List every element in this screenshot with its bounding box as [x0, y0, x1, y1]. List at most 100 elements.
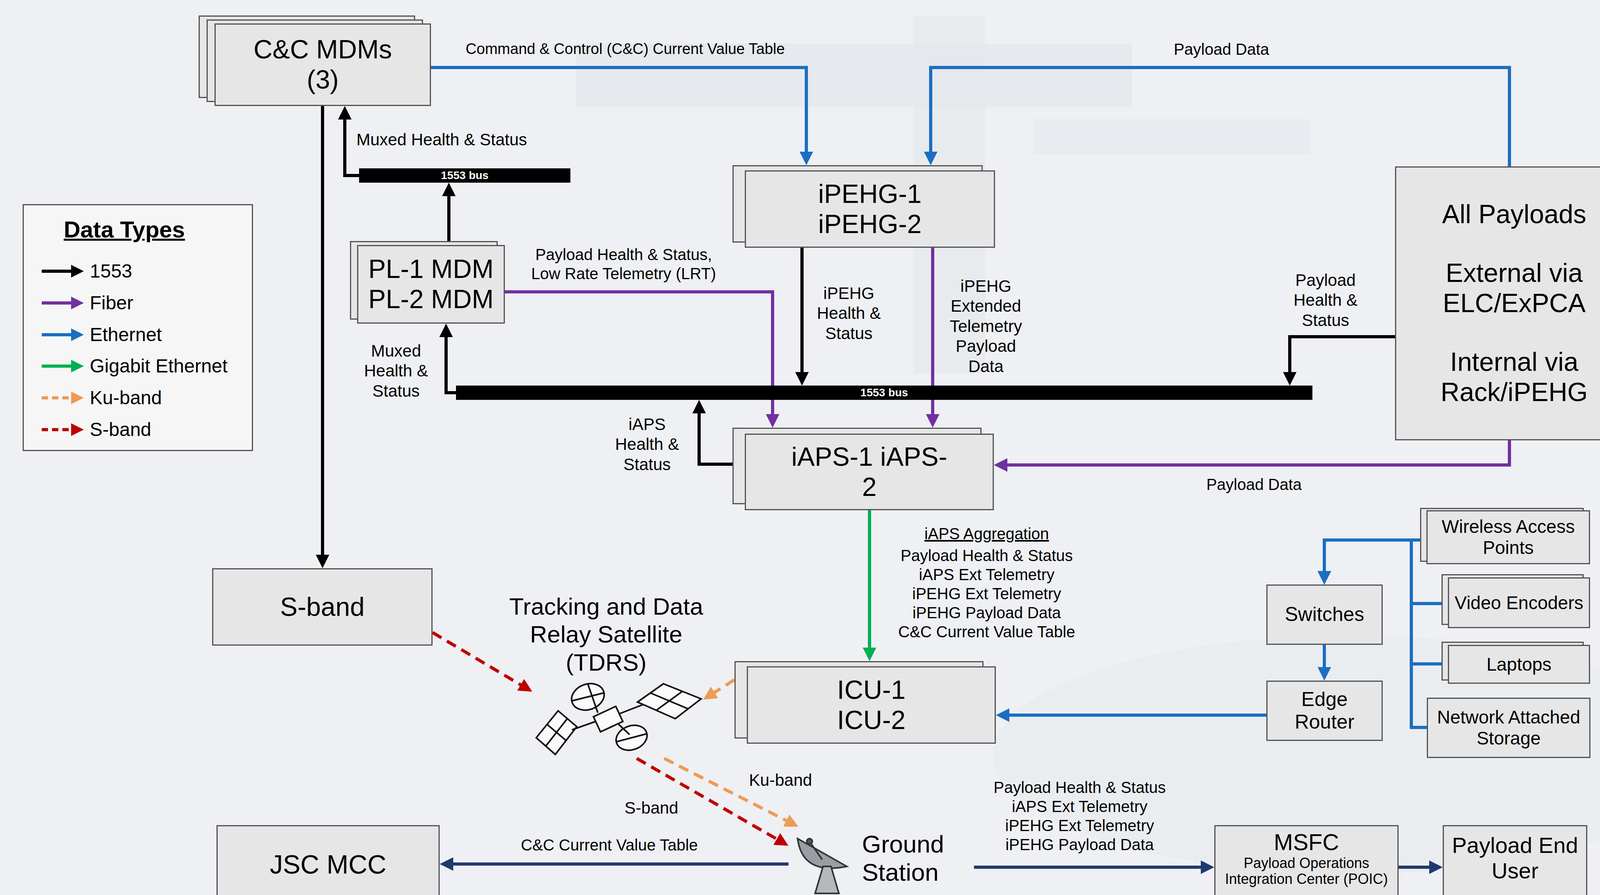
node-text: Payload Operations Integration Center (P… — [1219, 855, 1394, 888]
legend-sample — [40, 358, 86, 375]
node-text: iPEHG-1 iPEHG-2 — [790, 179, 950, 240]
legend-row: S-band — [23, 417, 247, 442]
connector-line — [446, 333, 457, 393]
connector — [795, 247, 809, 386]
node-text: Ground Station — [861, 830, 970, 887]
legend-text: Gigabit Ethernet — [89, 354, 228, 379]
edge-label: Muxed Health & Status — [356, 129, 528, 150]
connector-line — [973, 865, 1205, 870]
dish-feed — [810, 842, 823, 860]
node-text: ICU-1 ICU-2 — [811, 675, 932, 736]
connector-line — [449, 862, 789, 866]
connector-line — [800, 247, 804, 377]
antenna-rib — [616, 734, 647, 743]
system-box: iAPS-1 iAPS-2 — [744, 433, 994, 511]
legend-row: Fiber — [23, 291, 247, 315]
connector — [439, 323, 457, 393]
arrowhead — [315, 554, 330, 569]
operations-center-box: MSFCPayload Operations Integration Cente… — [1214, 825, 1399, 895]
node-text: Network Attached Storage — [1433, 707, 1585, 750]
arrowhead — [783, 814, 799, 828]
connector — [315, 106, 330, 569]
legend-sample-head — [71, 264, 84, 278]
connector-line — [1398, 865, 1434, 870]
edge-label: Payload Health & Status, Low Rate Teleme… — [524, 245, 723, 284]
connector — [442, 182, 456, 242]
device-box: Laptops — [1447, 645, 1591, 685]
node-text: All Payloads — [1441, 199, 1587, 230]
node-text: Internal via Rack/iPEHG — [1410, 347, 1600, 408]
legend-sample — [40, 295, 86, 312]
arrowhead — [862, 647, 877, 662]
legend-sample-head — [71, 391, 84, 405]
system-box: PL-1 MDM PL-2 MDM — [357, 245, 505, 324]
edge-label: Payload Health & Status iAPS Ext Telemet… — [988, 778, 1172, 855]
arrowhead — [439, 857, 454, 872]
device-box: Wireless Access Points — [1426, 510, 1591, 565]
node-text: External via ELC/ExPCA — [1410, 258, 1600, 319]
node-text: Payload End User — [1447, 832, 1583, 885]
connector — [432, 632, 533, 692]
background-shape — [1032, 119, 1311, 155]
legend-sample-line — [41, 396, 74, 400]
legend-text: Ku-band — [89, 386, 162, 410]
edge-label: Payload Data — [1206, 475, 1302, 495]
connector-line — [1005, 713, 1267, 717]
arrowhead — [1429, 860, 1443, 875]
solar-panel — [637, 684, 702, 719]
node-text: MSFC — [1273, 829, 1340, 856]
legend-sample-head — [71, 423, 84, 437]
network-box: Edge Router — [1266, 680, 1383, 742]
antenna-rib — [571, 693, 604, 702]
arrowhead — [765, 414, 780, 428]
satellite-icon — [536, 679, 702, 755]
connector-line — [664, 758, 791, 823]
arrowhead — [1317, 667, 1332, 681]
system-box: ICU-1 ICU-2 — [746, 666, 996, 744]
connector — [862, 510, 877, 662]
legend-text: Fiber — [89, 291, 134, 315]
satellite-arm — [618, 703, 646, 715]
connector — [993, 440, 1510, 472]
arrowhead — [795, 372, 809, 386]
connector — [504, 291, 780, 428]
arrowhead — [517, 679, 533, 692]
connector — [430, 67, 814, 166]
arrowhead — [799, 151, 814, 166]
connector-line — [930, 67, 1510, 167]
node-text: C&C MDMs (3) — [243, 34, 403, 95]
legend-sample — [40, 390, 86, 406]
edge-label: Payload Health & Status — [1285, 270, 1366, 331]
control-center-box: JSC MCC — [216, 825, 440, 895]
connector-line — [320, 106, 325, 559]
arrowhead — [923, 151, 938, 166]
arrowhead — [442, 182, 456, 197]
connector-line — [867, 510, 872, 652]
ground-station: Ground Station — [788, 827, 974, 895]
legend-sample-line — [41, 269, 74, 273]
connector-line — [432, 632, 525, 688]
satellite: Tracking and Data Relay Satellite (TDRS) — [532, 681, 704, 759]
arrowhead — [692, 400, 706, 414]
edge-label: Payload Data — [1173, 39, 1270, 59]
antenna-dish — [612, 721, 651, 755]
legend-sample-head — [71, 359, 84, 373]
arrowhead — [1200, 860, 1215, 875]
system-box: iPEHG-1 iPEHG-2 — [744, 170, 996, 248]
edge-label: C&C Current Value Table — [520, 835, 698, 855]
legend-sample-line — [41, 428, 74, 432]
node-text: S-band — [280, 592, 365, 623]
connector — [1317, 645, 1332, 681]
legend-row: Ethernet — [23, 322, 247, 347]
dish-antenna-icon — [797, 838, 847, 894]
network-box: Switches — [1266, 584, 1383, 646]
connector-line — [1289, 336, 1396, 377]
connector — [995, 708, 1267, 723]
device-box: Video Encoders — [1447, 577, 1591, 629]
solar-panel — [536, 711, 577, 755]
dish-bowl — [797, 838, 847, 869]
system-box: C&C MDMs (3) — [214, 23, 431, 107]
edge-label: iPEHG Health & Status — [811, 283, 887, 344]
connector — [692, 400, 733, 465]
connector — [923, 67, 1510, 167]
